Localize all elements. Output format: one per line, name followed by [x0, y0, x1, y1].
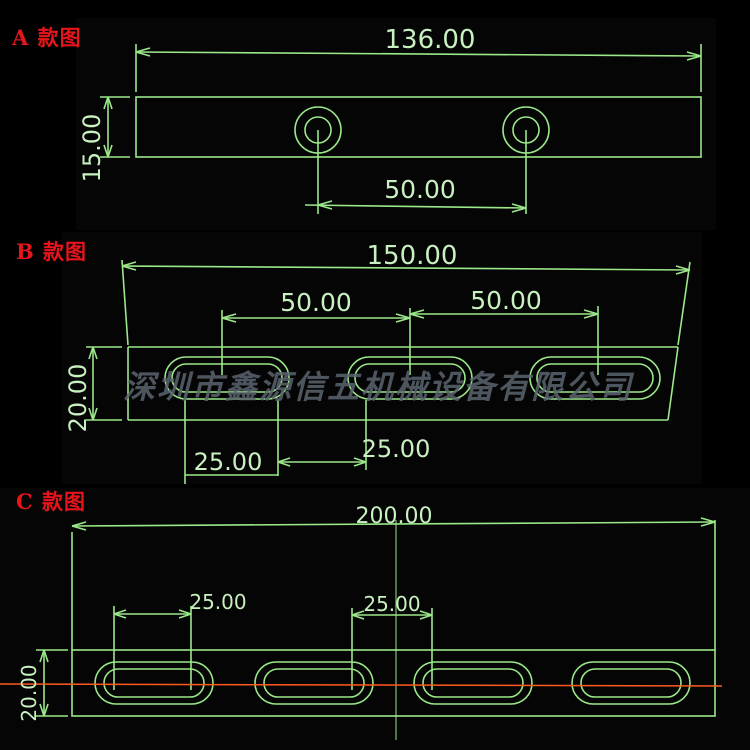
dim-c-slot-1: 25.00 — [189, 590, 246, 614]
drawing-c-panel — [0, 488, 750, 750]
dim-line-c-length — [71, 521, 716, 527]
slot-b-1-outer — [164, 356, 290, 400]
dim-line-b-length — [121, 265, 691, 271]
drawing-b-panel — [62, 232, 702, 484]
drawing-c — [36, 517, 716, 740]
dim-c-length: 200.00 — [356, 504, 433, 529]
dim-line-a-length — [135, 51, 702, 57]
slot-c-1-inner — [103, 668, 205, 698]
label-c: C 款图 — [16, 489, 87, 514]
dim-a-length: 136.00 — [385, 25, 476, 55]
company-watermark: 深圳市鑫源信五机械设备有限公司 — [123, 368, 635, 406]
dim-b-slot-2: 25.00 — [362, 435, 431, 463]
dim-a-height: 15.00 — [78, 114, 106, 183]
dim-b-slot-1: 25.00 — [194, 448, 263, 476]
slot-c-4-inner — [580, 668, 682, 698]
slot-c-4-outer — [571, 661, 691, 705]
drawing-a — [100, 44, 702, 214]
dim-b-pitch-2: 50.00 — [470, 286, 542, 315]
dim-a-hole-spacing: 50.00 — [384, 175, 456, 204]
dim-c-slot-2: 25.00 — [363, 592, 420, 616]
label-a: A 款图 — [12, 25, 82, 50]
dim-c-height: 20.00 — [17, 664, 41, 721]
center-line-horizontal — [0, 683, 723, 687]
slot-b-1-inner — [171, 363, 283, 393]
slot-c-3-outer — [413, 661, 533, 705]
slot-c-1-outer — [94, 661, 214, 705]
label-b: B 款图 — [16, 239, 88, 264]
dim-b-length: 150.00 — [367, 241, 458, 271]
slot-b-3-inner — [536, 363, 654, 393]
plate-a-outline — [135, 96, 702, 158]
slot-c-2-outer — [254, 661, 374, 705]
slot-c-2-inner — [263, 668, 365, 698]
plate-c-outline — [71, 649, 716, 717]
dim-b-height: 20.00 — [64, 364, 92, 433]
dim-line-a-holes — [304, 204, 527, 209]
drawing-b — [86, 259, 691, 484]
slot-b-3-outer — [529, 356, 661, 400]
dim-b-pitch-1: 50.00 — [280, 288, 352, 317]
slot-c-3-inner — [422, 668, 524, 698]
